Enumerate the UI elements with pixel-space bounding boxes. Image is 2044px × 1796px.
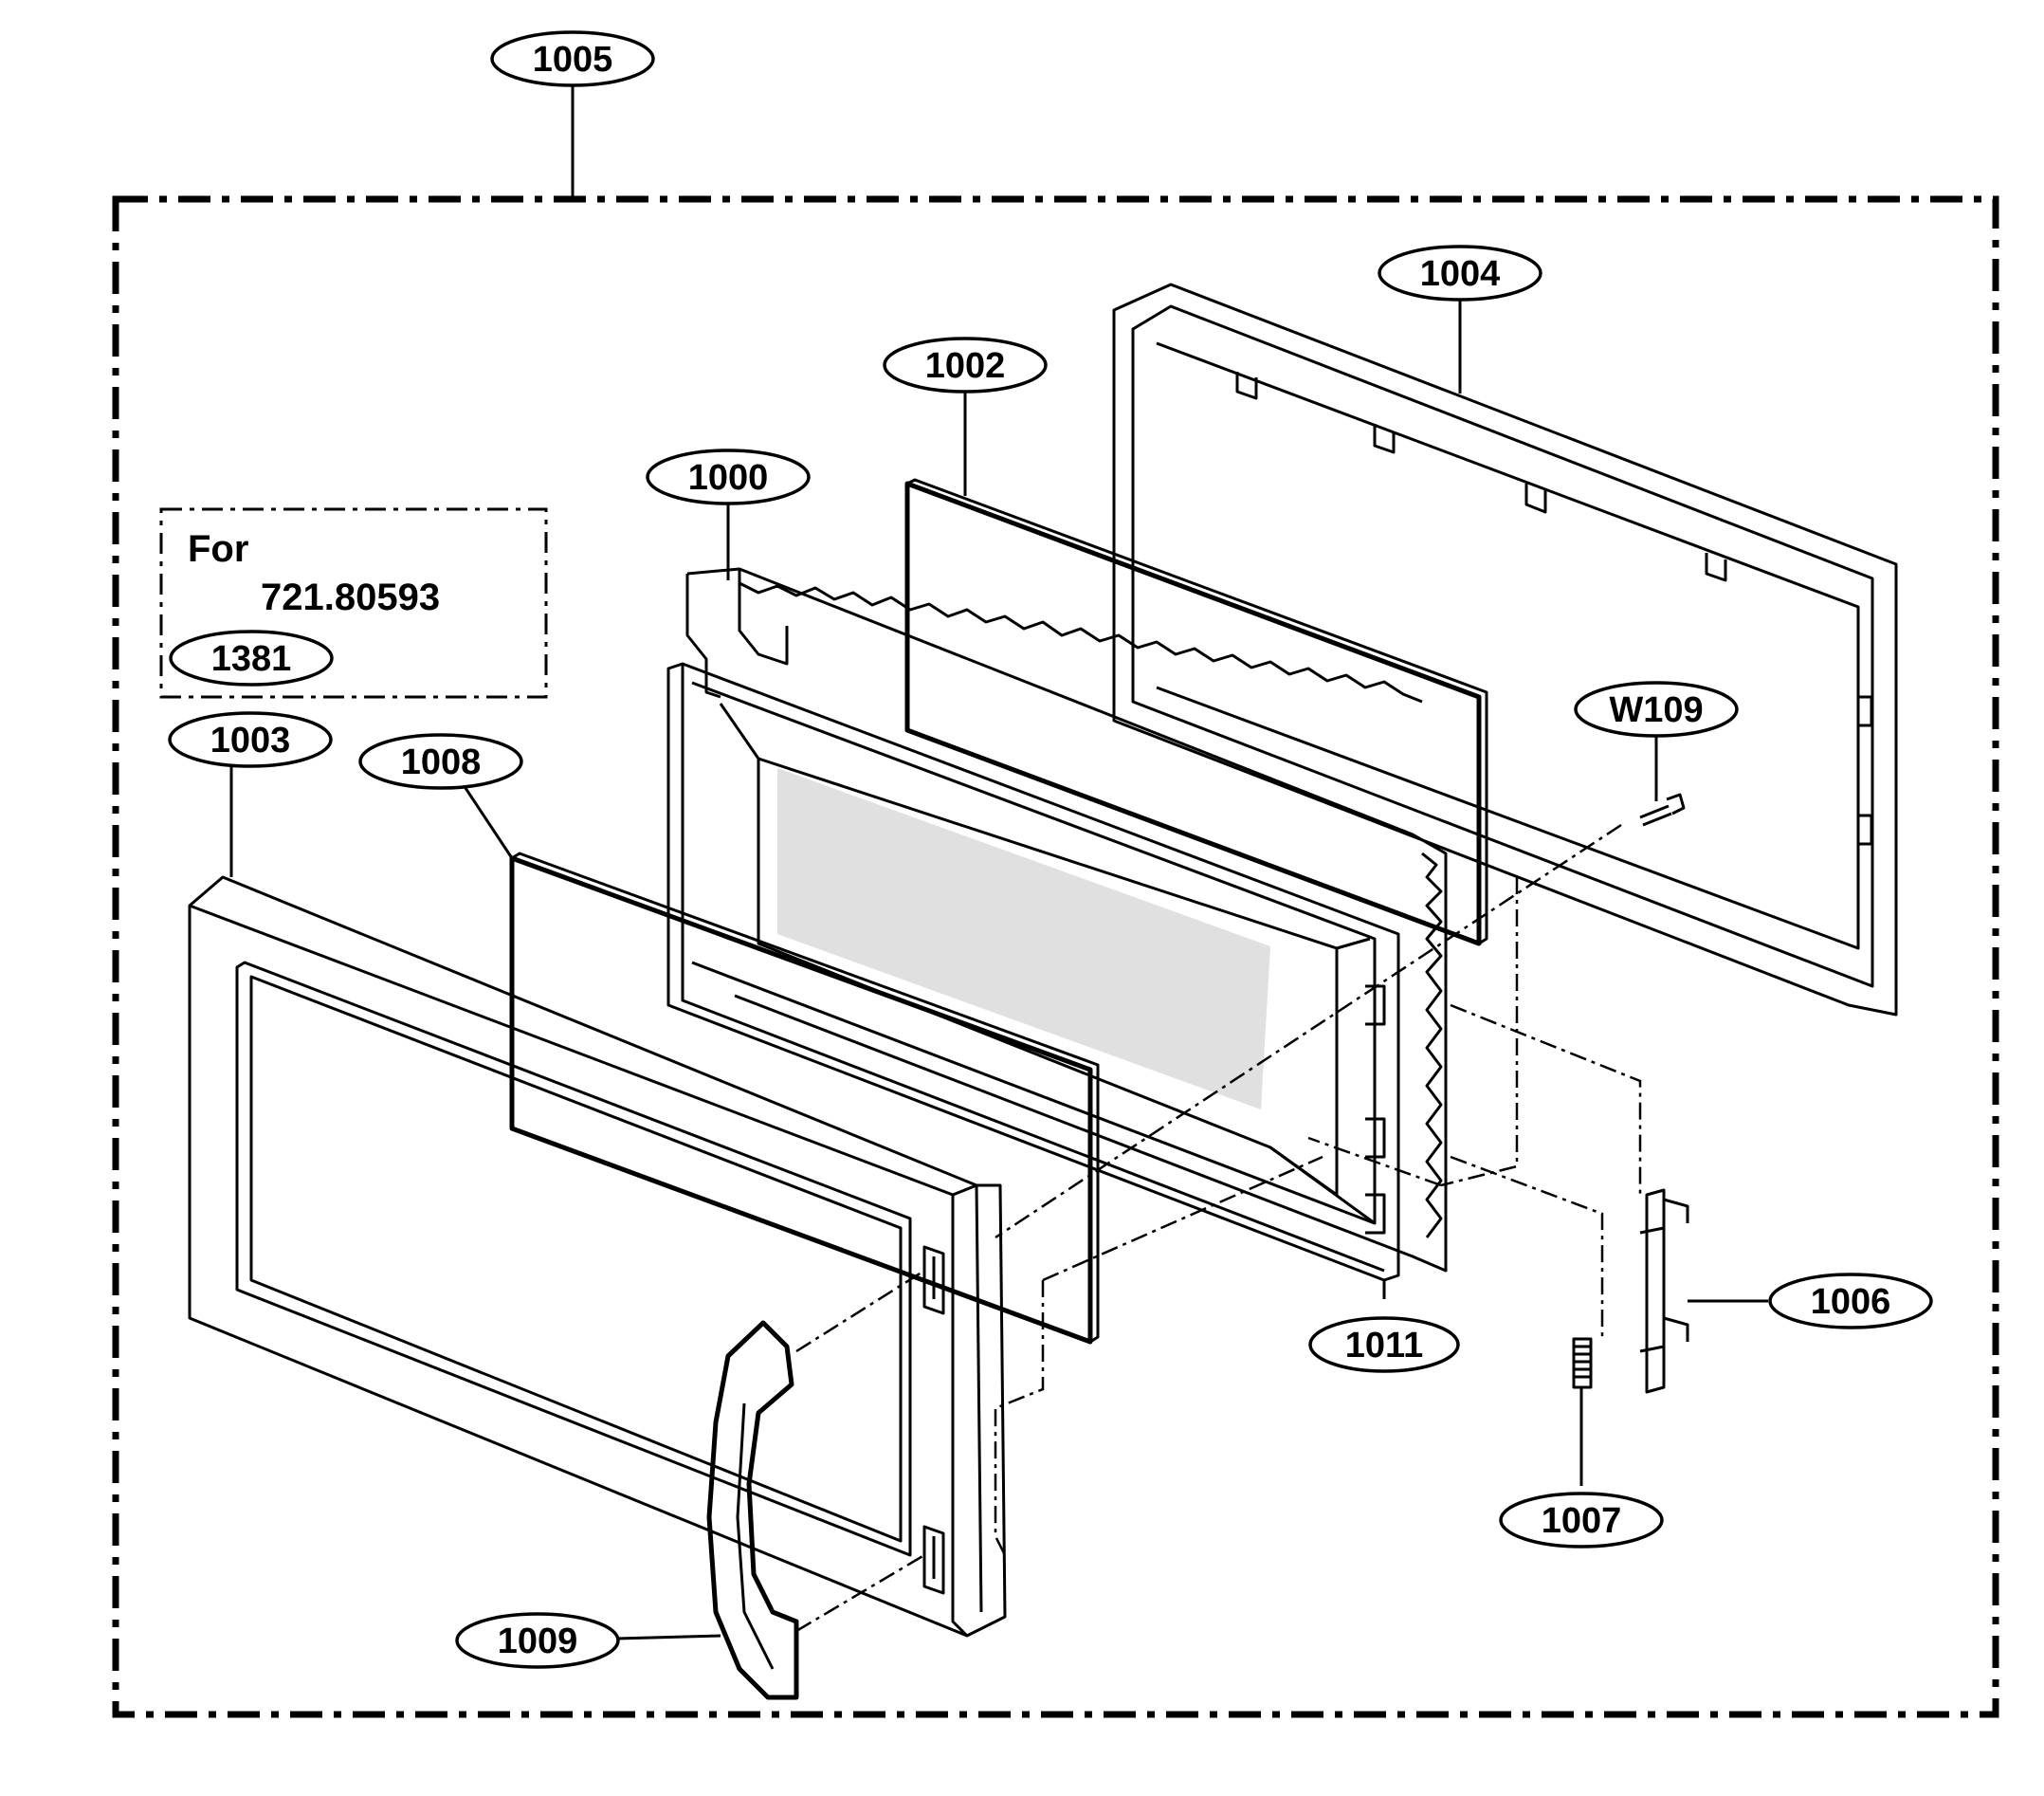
callout-1011: 1011 bbox=[1308, 1316, 1460, 1373]
callout-1002-text: 1002 bbox=[925, 346, 1006, 386]
callout-1000-text: 1000 bbox=[688, 458, 769, 498]
callout-1011-text: 1011 bbox=[1345, 1326, 1423, 1365]
screw-part bbox=[1639, 793, 1686, 827]
callout-1000: 1000 bbox=[646, 449, 811, 505]
note-box: For 721.80593 1381 bbox=[159, 507, 548, 699]
note-line-2: 721.80593 bbox=[261, 577, 440, 618]
assembly-boundary bbox=[112, 195, 1999, 1718]
callout-1006: 1006 bbox=[1768, 1273, 1933, 1329]
callout-w109-text: W109 bbox=[1609, 690, 1703, 730]
callout-1008-text: 1008 bbox=[401, 742, 482, 782]
door-front-part bbox=[188, 875, 1007, 1638]
inner-frame-part bbox=[666, 662, 1400, 1282]
callout-1008: 1008 bbox=[358, 733, 523, 790]
choke-frame-part bbox=[685, 567, 1448, 1273]
callout-1381: 1381 bbox=[169, 630, 334, 687]
window-film-part bbox=[509, 852, 1100, 1345]
callout-1009-text: 1009 bbox=[498, 1622, 578, 1661]
callout-1006-text: 1006 bbox=[1811, 1282, 1891, 1322]
callout-1009: 1009 bbox=[455, 1612, 620, 1669]
callout-1005-text: 1005 bbox=[533, 40, 613, 80]
callout-1004: 1004 bbox=[1378, 245, 1542, 302]
callout-1005: 1005 bbox=[490, 30, 655, 87]
outer-frame-part bbox=[1112, 283, 1898, 1017]
leader-lines bbox=[229, 82, 1768, 1640]
sheet-part bbox=[904, 478, 1488, 946]
assembly-guide-lines bbox=[795, 823, 1642, 1633]
callout-1003-text: 1003 bbox=[210, 721, 291, 761]
callout-w109: W109 bbox=[1574, 681, 1739, 738]
callout-1002: 1002 bbox=[883, 337, 1048, 394]
latch-part bbox=[1639, 1188, 1689, 1394]
spring-part bbox=[1572, 1337, 1593, 1389]
callout-1003: 1003 bbox=[168, 711, 333, 768]
callout-1007-text: 1007 bbox=[1542, 1501, 1622, 1541]
callout-1004-text: 1004 bbox=[1420, 254, 1501, 294]
note-line-1: For bbox=[188, 528, 248, 570]
callout-1381-text: 1381 bbox=[211, 639, 292, 679]
callout-1007: 1007 bbox=[1499, 1492, 1664, 1549]
handle-part bbox=[706, 1320, 799, 1700]
